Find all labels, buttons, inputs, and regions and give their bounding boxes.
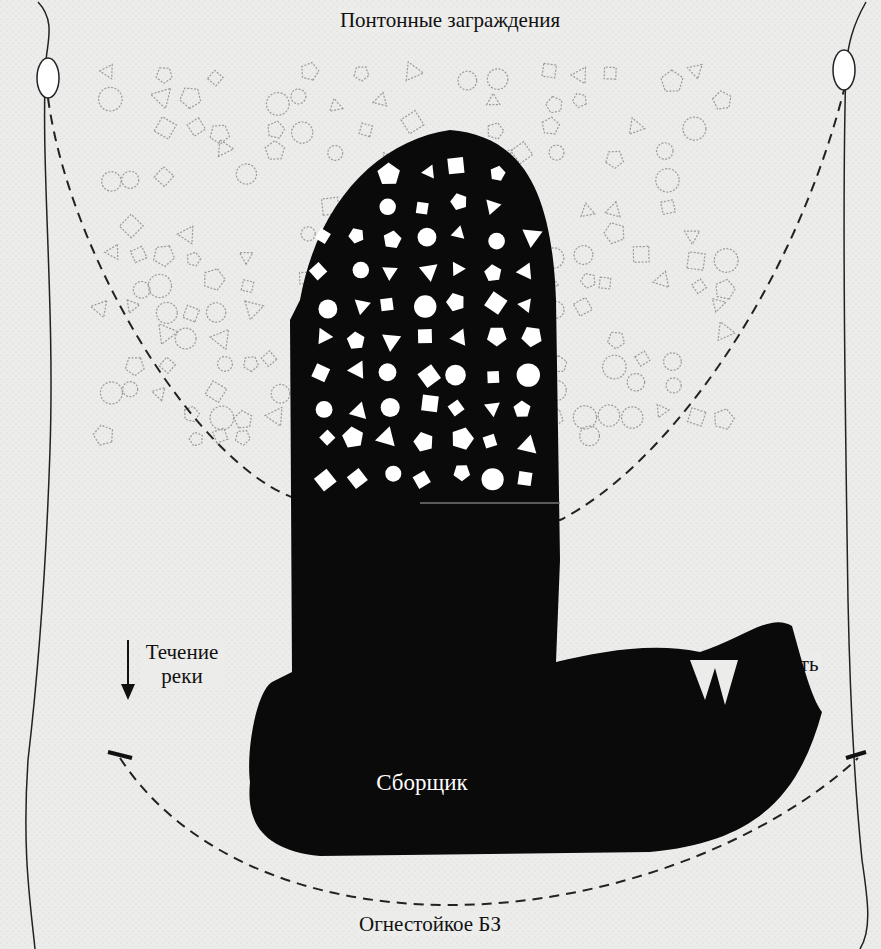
flow-arrowhead — [121, 684, 135, 700]
float — [37, 58, 59, 98]
slick-notch — [690, 660, 738, 705]
flow-label: Течение реки — [140, 640, 224, 688]
scene-label: Огнестойкое БЗ — [357, 912, 503, 936]
float — [833, 50, 855, 90]
left-boom-cable — [26, 2, 51, 949]
scene-label: Понтонные заграждения — [338, 8, 562, 32]
right-boom-cable — [844, 2, 868, 949]
collector-label: Сборщик — [376, 770, 468, 796]
flow-arrow — [127, 640, 129, 690]
boom-behind-slick — [420, 502, 560, 504]
oil-slick-collector: Сборщик — [240, 120, 870, 860]
oil-slick — [249, 130, 822, 856]
slick-shape — [240, 120, 870, 860]
